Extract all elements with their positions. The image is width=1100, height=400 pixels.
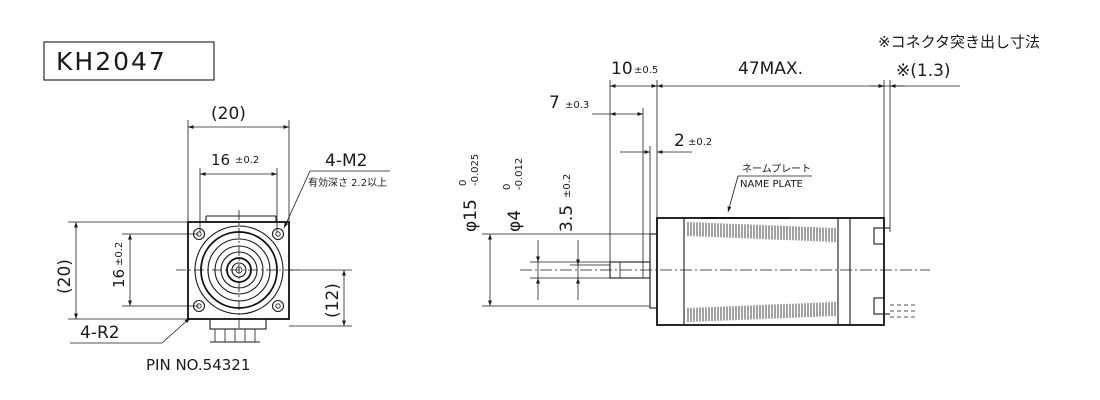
shaft-diameter-tol-lower: -0.012 [514, 158, 525, 190]
hole-pitch-x-tol: ±0.2 [235, 155, 259, 166]
corner-radius-spec: 4-R2 [80, 323, 120, 343]
thread-depth-note: 有効深さ 2.2以上 [308, 176, 387, 189]
height-ref-dim: (20) [55, 259, 75, 294]
model-title-box: KH2047 [43, 41, 215, 81]
front-view: (20) 16 ±0.2 4-M2 有効深さ 2.2以上 [55, 104, 390, 374]
flat-dim: 3.5 [557, 205, 577, 232]
connector-note: ※コネクタ突き出し寸法 [878, 33, 1040, 51]
shaft-diameter-dim: φ4 [505, 210, 525, 232]
flat-dim-tol: ±0.2 [562, 174, 573, 198]
shaft-diameter-tol-upper: 0 [502, 184, 513, 190]
flat-length-tol: ±0.3 [565, 100, 589, 111]
center-height-dim: (12) [323, 283, 343, 318]
shaft-length-tol: ±0.5 [634, 65, 658, 76]
side-view: ※コネクタ突き出し寸法 10 ±0.5 47MAX. ※(1.3) 7 ±0.3… [458, 33, 1040, 326]
boss-length-tol: ±0.2 [688, 137, 712, 148]
hole-pitch-y-tol: ±0.2 [114, 242, 125, 266]
boss-diameter-tol-lower: -0.025 [470, 154, 481, 186]
thread-spec: 4-M2 [325, 151, 367, 171]
shaft-length-dim: 10 [611, 59, 633, 79]
hole-pitch-x-dim: 16 [211, 151, 230, 169]
connector-protrusion-dim: ※(1.3) [896, 61, 951, 81]
pin-number-label: PIN NO.54321 [146, 356, 250, 374]
name-plate-label-en: NAME PLATE [740, 179, 803, 190]
boss-diameter-dim: φ15 [461, 199, 481, 232]
hole-pitch-y-dim: 16 [110, 269, 128, 288]
width-ref-dim: (20) [211, 104, 246, 124]
model-number: KH2047 [56, 47, 167, 76]
body-length-dim: 47MAX. [738, 59, 803, 79]
flat-length-dim: 7 [549, 93, 560, 113]
name-plate-label-jp: ネームプレート [742, 163, 811, 175]
boss-diameter-tol-upper: 0 [458, 180, 469, 186]
boss-length-dim: 2 [674, 131, 685, 151]
